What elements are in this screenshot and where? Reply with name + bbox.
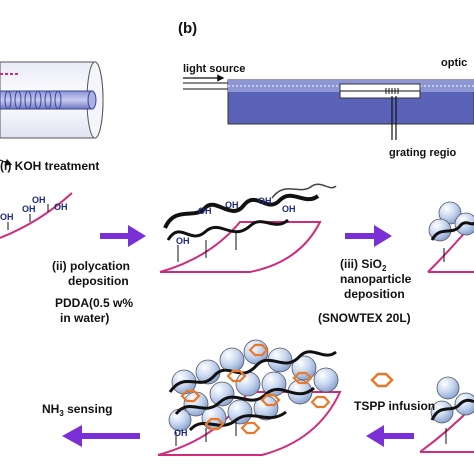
koh-step-label: (i) KOH treatment [0, 159, 99, 173]
substrate-sio2-lower [419, 376, 474, 453]
fiber-side-view [183, 79, 474, 140]
fiber-illustration [0, 61, 104, 139]
oh-group: OH [176, 236, 190, 246]
optical-fiber-label: optic [441, 57, 467, 69]
arrow-tspp [366, 425, 414, 447]
substrate-sensor [157, 339, 342, 456]
sio2-label: (iii) SiO2 [340, 257, 387, 273]
nanoparticle-label: nanoparticle [340, 272, 412, 286]
arrow-nh3-sensing [62, 425, 140, 447]
substrate-bare [0, 192, 73, 239]
pdda-label: PDDA(0.5 w% [55, 296, 133, 310]
koh-pointer [0, 158, 13, 166]
substrate-sio2 [427, 201, 474, 273]
pdda-solvent-label: in water) [60, 311, 109, 325]
tspp-molecule-icon [370, 372, 394, 388]
oh-group: OH [54, 202, 68, 212]
arrow-step-ii [100, 225, 146, 247]
deposition-label: deposition [68, 274, 129, 288]
oh-group: OH [282, 204, 296, 214]
arrow-step-iii [345, 225, 392, 247]
oh-group: OH [32, 195, 46, 205]
grating-region-label: grating regio [389, 147, 457, 159]
oh-group: OH [22, 204, 36, 214]
substrate-pdda [159, 183, 337, 273]
nh3-sensing-label: NH3 sensing [42, 402, 112, 418]
polycation-label: (ii) polycation [52, 259, 130, 273]
tspp-label: TSPP infusion [354, 399, 435, 413]
light-source-label: light source [183, 63, 245, 75]
panel-b-label: (b) [178, 20, 197, 37]
oh-group: OH [198, 206, 212, 216]
oh-group: OH [225, 200, 239, 210]
deposition-iii-label: deposition [344, 287, 405, 301]
snowtex-label: (SNOWTEX 20L) [318, 311, 411, 325]
oh-group: OH [0, 212, 14, 222]
oh-group: OH [174, 428, 188, 438]
oh-group: OH [258, 196, 272, 206]
